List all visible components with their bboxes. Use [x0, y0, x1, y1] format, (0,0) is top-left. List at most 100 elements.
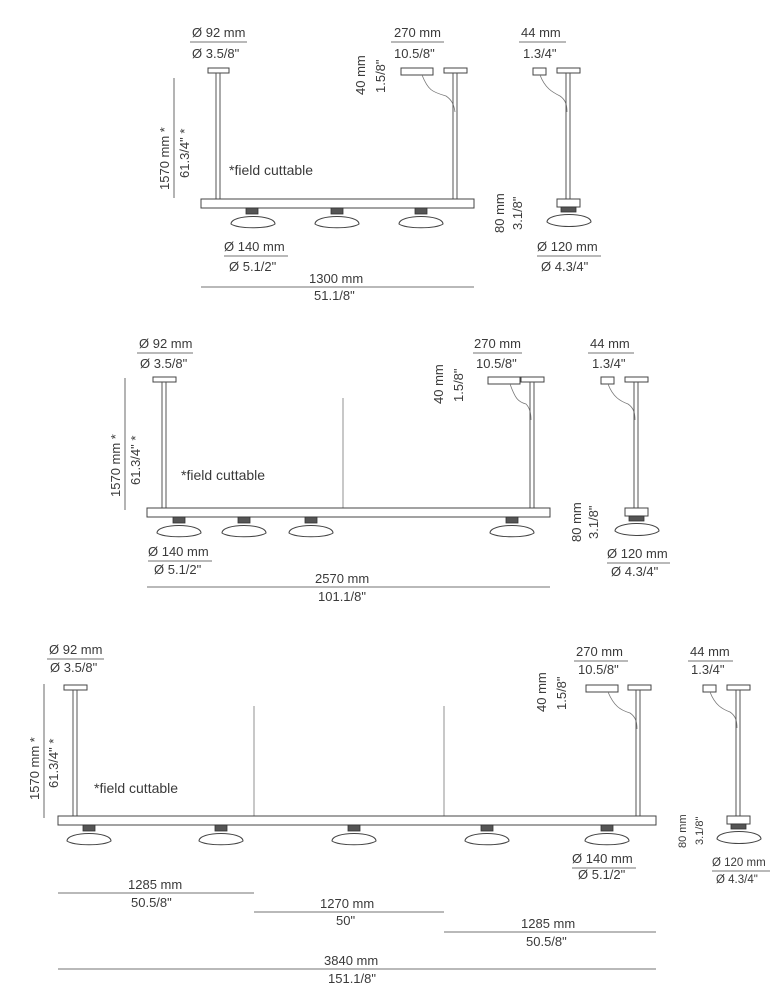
ceiling-canopy — [726, 684, 751, 691]
power-cable — [421, 74, 456, 113]
ceiling-canopy — [63, 684, 88, 691]
rod-height-in: 61.3/4" * — [177, 129, 192, 178]
bracket-width-mm: 270 mm — [394, 25, 441, 40]
head-height-in: 3.1/8" — [586, 505, 601, 539]
head-joint — [628, 515, 645, 522]
linear-bar — [200, 198, 475, 209]
bracket-width-in: 10.5/8" — [394, 46, 435, 61]
side-head-diameter-in: Ø 4.3/4" — [611, 564, 659, 579]
segment-2-mm: 1270 mm — [320, 896, 374, 911]
head-height-in: 3.1/8" — [694, 817, 706, 845]
head-height-mm: 80 mm — [492, 193, 507, 233]
linear-bar — [146, 507, 551, 518]
field-cuttable-note: *field cuttable — [181, 467, 265, 483]
bracket-height-in: 1.5/8" — [554, 676, 569, 710]
ceiling-canopy — [627, 684, 652, 691]
total-length-in: 51.1/8" — [314, 288, 355, 303]
lamp-head — [221, 516, 267, 538]
lamp-head — [614, 523, 660, 536]
rod-height-mm: 1570 mm * — [157, 127, 172, 190]
head-diameter-mm: Ø 140 mm — [224, 239, 285, 254]
total-length-in: 151.1/8" — [328, 971, 376, 986]
head-joint — [730, 823, 747, 830]
ceiling-canopy — [624, 376, 649, 383]
side-head-diameter-mm: Ø 120 mm — [607, 546, 668, 561]
power-bracket — [487, 376, 521, 385]
rod-height-in: 61.3/4" * — [128, 436, 143, 485]
power-cable — [709, 691, 738, 729]
cable-width-in: 1.3/4" — [592, 356, 626, 371]
ceiling-canopy — [207, 67, 230, 74]
cable-width-in: 1.3/4" — [523, 46, 557, 61]
bracket-height-mm: 40 mm — [353, 55, 368, 95]
cable-width-in: 1.3/4" — [691, 662, 725, 677]
side-view: 44 mm 1.3/4" 80 mm 3.1/8" Ø 120 mm Ø 4.3… — [569, 336, 670, 579]
total-length-mm: 3840 mm — [324, 953, 378, 968]
power-bracket — [600, 376, 615, 385]
bracket-height-mm: 40 mm — [534, 672, 549, 712]
ceiling-canopy — [443, 67, 468, 74]
bracket-height-in: 1.5/8" — [373, 59, 388, 93]
drawing-five-head: Ø 92 mm Ø 3.5/8" 1570 mm * 61.3/4" * 270… — [27, 642, 770, 986]
field-cuttable-note: *field cuttable — [229, 162, 313, 178]
field-cuttable-note: *field cuttable — [94, 780, 178, 796]
lamp-head — [398, 207, 444, 229]
power-bracket — [702, 684, 717, 693]
head-height-mm: 80 mm — [569, 502, 584, 542]
lamp-head — [716, 831, 762, 844]
head-height-mm: 80 mm — [677, 814, 689, 848]
head-diameter-in: Ø 5.1/2" — [154, 562, 202, 577]
power-cable — [607, 383, 636, 421]
segment-2-in: 50" — [336, 913, 355, 928]
power-bracket — [585, 684, 619, 693]
head-diameter-in: Ø 5.1/2" — [229, 259, 277, 274]
head-diameter-in: Ø 5.1/2" — [578, 867, 626, 882]
segment-1-in: 50.5/8" — [131, 895, 172, 910]
power-cable — [509, 383, 532, 421]
side-head-diameter-in: Ø 4.3/4" — [541, 259, 589, 274]
segment-1-mm: 1285 mm — [128, 877, 182, 892]
bar-profile — [624, 507, 649, 517]
cable-width-mm: 44 mm — [521, 25, 561, 40]
side-head-diameter-mm: Ø 120 mm — [537, 239, 598, 254]
total-length-mm: 2570 mm — [315, 571, 369, 586]
bracket-width-in: 10.5/8" — [476, 356, 517, 371]
linear-bar — [57, 815, 657, 826]
head-height-in: 3.1/8" — [510, 196, 525, 230]
lamp-head — [314, 207, 360, 229]
rod-diameter-mm: Ø 92 mm — [139, 336, 192, 351]
bar-profile — [556, 198, 581, 208]
drawing-four-head: Ø 92 mm Ø 3.5/8" 1570 mm * 61.3/4" * 270… — [108, 336, 670, 604]
bar-profile — [726, 815, 751, 825]
drawing-three-head: Ø 92 mm Ø 3.5/8" 1570 mm * 61.3/4" * 270… — [157, 25, 601, 303]
segment-3-in: 50.5/8" — [526, 934, 567, 949]
lamp-head — [198, 824, 244, 846]
bracket-width-mm: 270 mm — [576, 644, 623, 659]
head-diameter-mm: Ø 140 mm — [148, 544, 209, 559]
rod-diameter-mm: Ø 92 mm — [192, 25, 245, 40]
rod-height-mm: 1570 mm * — [108, 434, 123, 497]
side-head-diameter-mm: Ø 120 mm — [712, 857, 766, 869]
ceiling-canopy — [520, 376, 545, 383]
ceiling-canopy — [152, 376, 177, 383]
rod-diameter-in: Ø 3.5/8" — [50, 660, 98, 675]
total-length-mm: 1300 mm — [309, 271, 363, 286]
lamp-head — [489, 516, 535, 538]
rod-diameter-mm: Ø 92 mm — [49, 642, 102, 657]
lamp-head — [156, 516, 202, 538]
lamp-head — [230, 207, 276, 229]
cable-width-mm: 44 mm — [690, 644, 730, 659]
side-view: 44 mm 1.3/4" 80 mm 3.1/8" Ø 120 mm Ø 4.3… — [492, 25, 601, 274]
power-cable — [607, 691, 638, 730]
lamp-head — [331, 824, 377, 846]
segment-3-mm: 1285 mm — [521, 916, 575, 931]
power-bracket — [400, 67, 434, 76]
bracket-height-in: 1.5/8" — [451, 368, 466, 402]
rod-height-mm: 1570 mm * — [27, 737, 42, 800]
side-view: 44 mm 1.3/4" 80 mm 3.1/8" Ø 120 mm Ø 4.3… — [677, 644, 770, 886]
power-bracket — [532, 67, 547, 76]
lamp-head — [66, 824, 112, 846]
rod-height-in: 61.3/4" * — [46, 739, 61, 788]
side-head-diameter-in: Ø 4.3/4" — [716, 874, 758, 886]
rod-diameter-in: Ø 3.5/8" — [140, 356, 188, 371]
